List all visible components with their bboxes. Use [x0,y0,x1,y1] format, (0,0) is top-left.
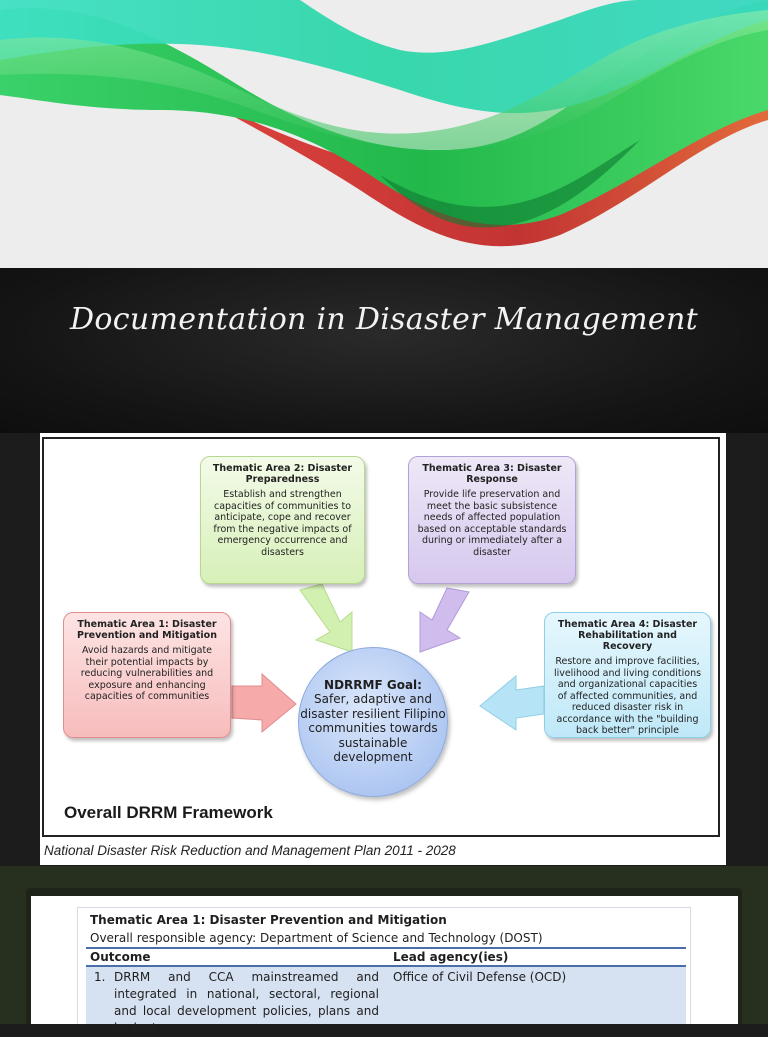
table-frame [77,907,691,1024]
table-rule-top [86,947,686,949]
row-number: 1. [94,970,106,984]
thematic-area-2-title: Thematic Area 2: Disaster Preparedness [212,463,353,485]
thematic-area-4-title: Thematic Area 4: Disaster Rehabilitation… [557,619,698,652]
goal-text: Safer, adaptive and disaster resilient F… [300,692,446,764]
arrow-ta1 [231,672,297,734]
column-header-lead-agency: Lead agency(ies) [393,950,509,964]
title-band [0,268,768,433]
ndrrmf-goal-circle: NDRRMF Goal: Safer, adaptive and disaste… [298,647,448,797]
thematic-area-3-box: Thematic Area 3: Disaster Response Provi… [408,456,576,584]
arrow-ta2 [299,583,353,653]
thematic-area-1-text: Avoid hazards and mitigate their potenti… [80,645,214,702]
thematic-area-4-box: Thematic Area 4: Disaster Rehabilitation… [544,612,711,738]
thematic-area-3-title: Thematic Area 3: Disaster Response [422,463,562,485]
table-rule-mid [86,965,686,967]
table-heading: Thematic Area 1: Disaster Prevention and… [90,913,447,927]
header-banner [0,0,768,268]
table-cell-lead-agency: Office of Civil Defense (OCD) [393,970,567,984]
thematic-area-1-box: Thematic Area 1: Disaster Prevention and… [63,612,231,738]
framework-label: Overall DRRM Framework [64,803,273,822]
table-row [86,967,686,1024]
column-header-outcome: Outcome [90,950,151,964]
plan-caption: National Disaster Risk Reduction and Man… [44,843,456,858]
thematic-area-1-title: Thematic Area 1: Disaster Prevention and… [77,619,217,641]
arrow-ta4 [479,674,545,731]
arrow-ta3 [419,587,470,653]
goal-title: NDRRMF Goal: [324,678,422,692]
thematic-area-3-text: Provide life preservation and meet the b… [417,489,567,558]
wave-graphic [0,0,768,247]
thematic-area-2-box: Thematic Area 2: Disaster Preparedness E… [200,456,365,584]
outcome-text: DRRM and CCA mainstreamed and integrated… [114,970,379,1035]
thematic-area-2-text: Establish and strengthen capacities of c… [213,489,352,558]
table-agency: Overall responsible agency: Department o… [90,931,543,945]
page-title: Documentation in Disaster Management [70,302,698,337]
framework-frame [42,437,720,837]
thematic-area-4-text: Restore and improve facilities, liveliho… [553,656,702,736]
